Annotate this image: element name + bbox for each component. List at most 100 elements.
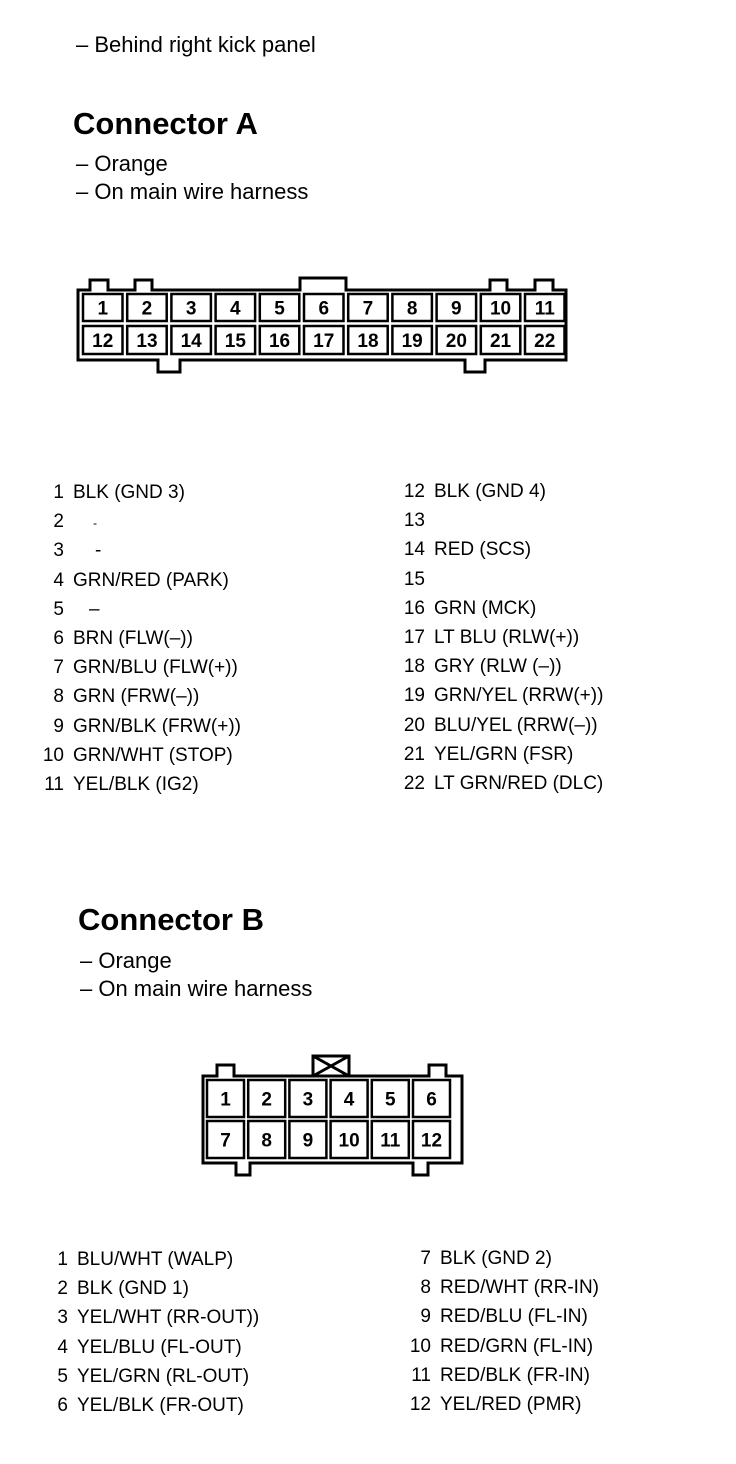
pin-wire: GRN (MCK) bbox=[434, 597, 537, 619]
connector-a-note-color: – Orange bbox=[76, 151, 168, 176]
pin-wire: YEL/WHT (RR-OUT)) bbox=[77, 1307, 260, 1329]
cavity-number: 17 bbox=[313, 331, 334, 352]
cavity-box bbox=[479, 292, 522, 323]
pin-wire: YEL/BLK (FR-OUT) bbox=[77, 1394, 244, 1416]
pin-number: 21 bbox=[403, 743, 425, 765]
pin-wire: GRN/WHT (STOP) bbox=[73, 744, 233, 766]
pin-number: 12 bbox=[409, 1393, 431, 1415]
cavity-number: 9 bbox=[303, 1131, 314, 1152]
cavity-box bbox=[258, 292, 301, 323]
pin-wire: YEL/BLU (FL-OUT) bbox=[77, 1336, 242, 1358]
list-item: 9 RED/BLU (FL-IN) bbox=[403, 1302, 599, 1331]
cavity-number: 11 bbox=[535, 298, 556, 319]
cavity-number: 15 bbox=[225, 331, 247, 352]
location-note: – Behind right kick panel bbox=[76, 32, 316, 57]
pin-wire: BLK (GND 1) bbox=[77, 1278, 189, 1300]
pin-wire: - bbox=[93, 516, 97, 531]
cavity-box bbox=[411, 1078, 452, 1119]
pin-number: 16 bbox=[403, 597, 425, 619]
cavity-box bbox=[370, 1119, 411, 1160]
cavity-number: 10 bbox=[339, 1131, 360, 1152]
cavity-box bbox=[329, 1078, 369, 1119]
list-item: 21 YEL/GRN (FSR) bbox=[397, 740, 603, 769]
pin-number: 4 bbox=[53, 569, 64, 591]
pin-wire: GRN/RED (PARK) bbox=[73, 569, 229, 591]
cavity-box bbox=[523, 324, 566, 356]
pin-number: 7 bbox=[420, 1248, 431, 1269]
pin-wire: YEL/GRN (FSR) bbox=[434, 743, 574, 765]
list-item: 7 BLK (GND 2) bbox=[403, 1244, 599, 1273]
cavity-box bbox=[81, 324, 124, 356]
cavity-box bbox=[214, 324, 257, 356]
cavity-box bbox=[170, 324, 213, 356]
cavity-number: 16 bbox=[269, 331, 290, 352]
connector-a-note-location: – On main wire harness bbox=[76, 179, 309, 204]
cavity-box bbox=[370, 1078, 411, 1119]
pin-wire: RED/BLU (FL-IN) bbox=[440, 1306, 588, 1328]
list-item: 16 GRN (MCK) bbox=[397, 594, 603, 623]
cavity-number: 6 bbox=[318, 298, 329, 319]
pin-number: 4 bbox=[57, 1336, 68, 1358]
pin-number: 9 bbox=[420, 1306, 431, 1328]
connector-b-note-location: – On main wire harness bbox=[80, 976, 313, 1001]
cavity-box bbox=[302, 292, 345, 323]
pin-number: 5 bbox=[53, 598, 64, 620]
pin-wire: GRN (FRW(–)) bbox=[73, 686, 200, 708]
pin-wire: GRN/YEL (RRW(+)) bbox=[434, 685, 604, 707]
connector-a-title: Connector A bbox=[73, 106, 258, 141]
cavity-number: 7 bbox=[220, 1131, 231, 1152]
cavity-box bbox=[346, 324, 389, 356]
cavity-number: 2 bbox=[142, 298, 153, 319]
pin-number: 15 bbox=[403, 568, 425, 590]
cavity-box bbox=[205, 1078, 246, 1119]
pin-number: 3 bbox=[57, 1307, 68, 1329]
pin-wire: BLK (GND 2) bbox=[440, 1248, 552, 1269]
pin-wire: RED/BLK (FR-IN) bbox=[440, 1364, 590, 1386]
pin-wire: LT BLU (RLW(+)) bbox=[434, 626, 580, 648]
cavity-number: 8 bbox=[407, 298, 418, 319]
cavity-number: 4 bbox=[344, 1090, 355, 1111]
pin-wire: BRN (FLW(–)) bbox=[73, 627, 193, 649]
cavity-box bbox=[205, 1119, 246, 1160]
cavity-number: 8 bbox=[261, 1131, 272, 1152]
pin-number: 10 bbox=[409, 1335, 431, 1357]
cavity-number: 6 bbox=[426, 1090, 437, 1111]
cavity-box bbox=[435, 292, 478, 323]
cavity-number: 9 bbox=[451, 298, 462, 319]
cavity-box bbox=[329, 1119, 369, 1160]
cavity-number: 18 bbox=[357, 331, 378, 352]
cavity-number: 1 bbox=[97, 298, 108, 319]
pin-wire: BLK (GND 4) bbox=[434, 481, 546, 502]
cavity-box bbox=[258, 324, 301, 356]
pin-number: 18 bbox=[403, 656, 425, 678]
pin-wire: GRY (RLW (–)) bbox=[434, 656, 562, 678]
cavity-box bbox=[246, 1078, 287, 1119]
connector-b-note-color: – Orange bbox=[80, 948, 172, 973]
pin-number: 1 bbox=[57, 1249, 68, 1270]
list-item: 13 bbox=[397, 506, 603, 535]
pin-number: 20 bbox=[403, 714, 425, 736]
pin-wire: - bbox=[95, 540, 102, 562]
pin-number: 10 bbox=[42, 744, 64, 766]
cavity-box bbox=[391, 324, 434, 356]
pin-number: 7 bbox=[53, 657, 64, 679]
